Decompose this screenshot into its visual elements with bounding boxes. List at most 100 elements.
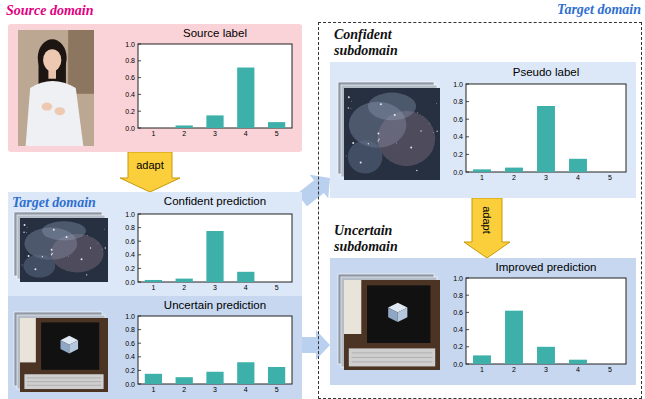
chart-title: Source label: [183, 27, 247, 40]
star: [87, 234, 89, 236]
bar-chart: [138, 44, 292, 128]
subdomain-heading: Confident subdomain: [334, 27, 418, 59]
bar-chart: [466, 84, 626, 172]
subdomain-heading: Uncertain subdomain: [334, 223, 424, 255]
star: [67, 255, 69, 257]
stacked-frame: [341, 277, 437, 367]
monitor: [41, 322, 99, 369]
axis-tick-mark: [138, 343, 141, 344]
axis-tick-mark: [138, 227, 141, 228]
bar: [145, 374, 162, 384]
keyboard: [349, 348, 435, 366]
face: [43, 49, 61, 71]
axis-tick-mark: [138, 370, 141, 371]
axis-tick-mark: [138, 316, 141, 317]
chart-title: Improved prediction: [496, 261, 597, 274]
key-row: [352, 361, 433, 362]
star: [380, 103, 382, 105]
star: [23, 232, 24, 233]
confident-prediction-panel: Target domain Confident prediction: [8, 192, 302, 296]
bar: [176, 279, 193, 282]
block-arrow: [120, 152, 180, 192]
axis-tick-mark: [466, 154, 469, 155]
star: [348, 96, 350, 98]
domain-heading: Source domain: [6, 3, 94, 19]
star: [396, 142, 398, 144]
star: [378, 140, 379, 141]
chart-title: Confident prediction: [164, 195, 266, 208]
bar: [206, 231, 223, 282]
block-arrow: [302, 330, 330, 360]
illustration: [330, 62, 636, 198]
photo: [338, 82, 440, 180]
bar: [569, 360, 587, 364]
plot-frame: [138, 214, 292, 282]
bar: [473, 169, 491, 172]
hand: [42, 103, 53, 111]
star: [417, 112, 419, 114]
axis-tick-mark: [466, 172, 469, 173]
hand: [54, 107, 65, 115]
star: [42, 256, 43, 257]
axis-tick-mark: [466, 295, 469, 296]
axis-tick-mark: [466, 84, 469, 85]
star: [24, 224, 26, 226]
bar: [206, 372, 223, 384]
photo-background: [18, 30, 94, 146]
window-light: [20, 318, 36, 362]
plot-frame: [466, 278, 626, 364]
star: [104, 228, 106, 230]
photo: [18, 30, 94, 146]
star: [428, 123, 430, 125]
star: [436, 130, 437, 131]
star: [378, 138, 379, 139]
star: [28, 255, 30, 257]
axis-tick-mark: [138, 329, 141, 330]
key-row: [352, 357, 433, 358]
axis-tick-mark: [138, 128, 141, 129]
bar: [505, 168, 523, 172]
axis-tick-mark: [466, 101, 469, 102]
star: [416, 170, 417, 171]
star: [377, 132, 379, 134]
bar: [537, 106, 555, 172]
star: [105, 247, 106, 248]
star: [51, 253, 52, 254]
axis-tick-mark: [466, 364, 469, 365]
axis-tick-mark: [466, 346, 469, 347]
domain-heading: Target domain: [557, 2, 641, 18]
axis-tick-mark: [138, 94, 141, 95]
bar: [505, 311, 523, 364]
axis-tick-mark: [466, 136, 469, 137]
uncertain-prediction-panel: Uncertain prediction: [8, 296, 302, 399]
nebula-cloud: [24, 254, 56, 277]
room-background: [344, 280, 440, 370]
bar: [537, 347, 555, 364]
key-row: [27, 377, 101, 378]
star: [420, 130, 421, 131]
window-light: [344, 280, 361, 334]
star: [66, 236, 68, 238]
star: [97, 242, 99, 244]
axis-tick-mark: [466, 119, 469, 120]
star: [90, 247, 91, 248]
plot-frame: [138, 44, 292, 128]
illustration: [330, 258, 636, 385]
chart-title: Pseudo label: [513, 66, 580, 79]
axis-tick-mark: [466, 312, 469, 313]
axis-tick-mark: [138, 356, 141, 357]
illustration: [8, 296, 302, 399]
bar: [237, 272, 254, 282]
axis-tick-mark: [138, 60, 141, 61]
star: [26, 227, 28, 229]
bar: [176, 125, 193, 128]
nebula-cloud: [368, 93, 416, 121]
axis-tick-mark: [466, 278, 469, 279]
monitor: [367, 285, 430, 343]
domain-heading: Target domain: [12, 195, 96, 211]
axis-tick-mark: [138, 44, 141, 45]
plot-frame: [138, 316, 292, 384]
nebula-image: [20, 218, 108, 282]
star: [101, 248, 103, 250]
